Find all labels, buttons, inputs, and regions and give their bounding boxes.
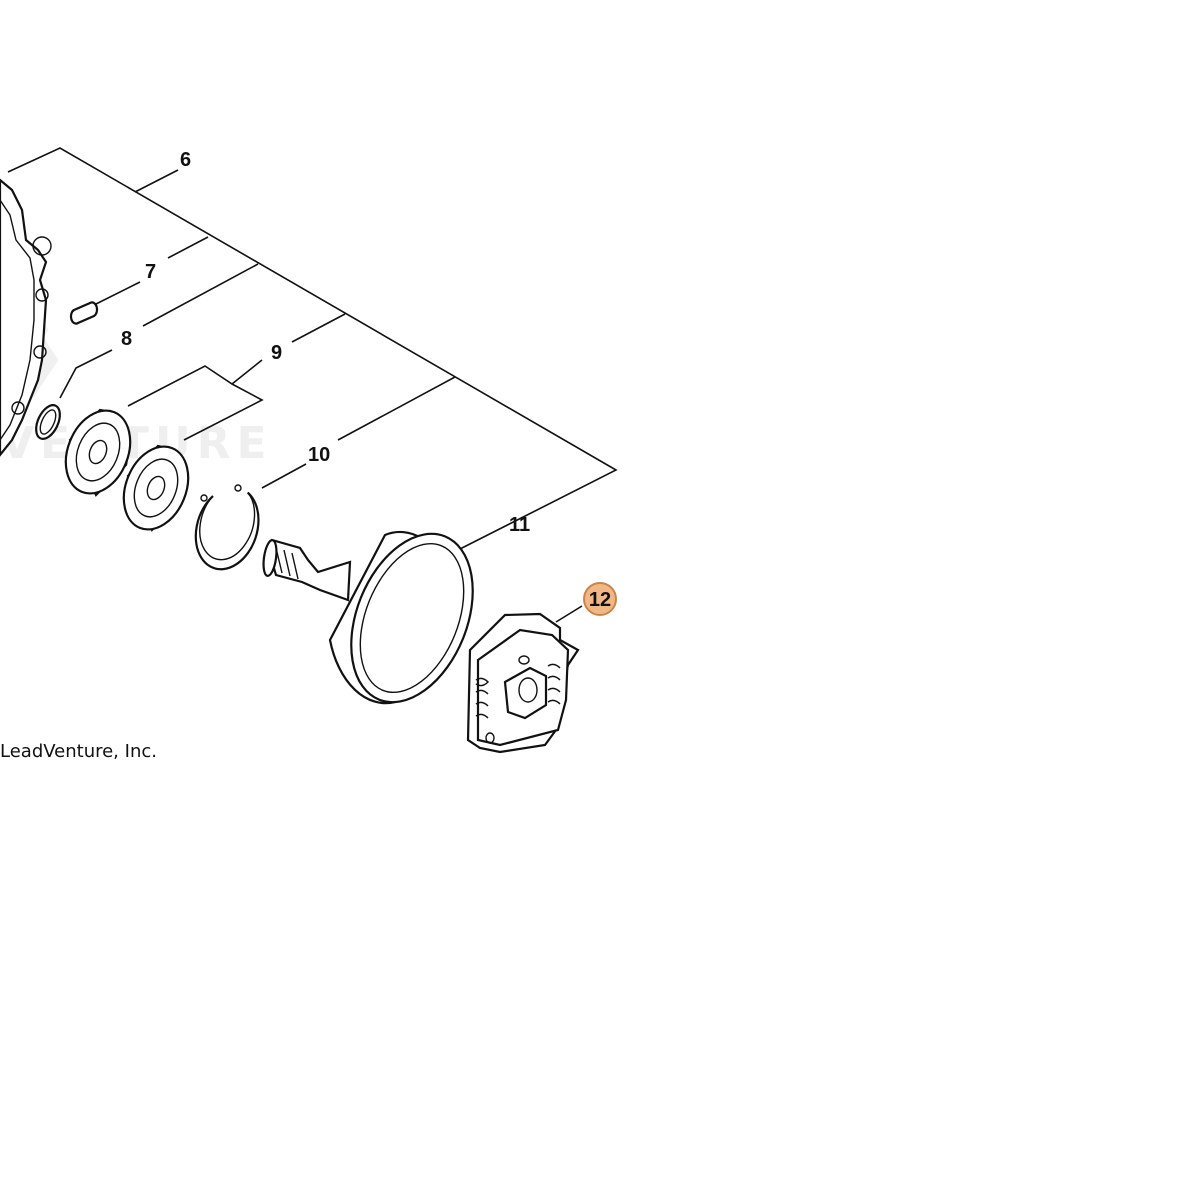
callout-12-highlight[interactable]: 12 <box>583 582 617 616</box>
callout-7[interactable]: 7 <box>145 261 156 283</box>
leader-lines <box>7 147 618 623</box>
callout-8[interactable]: 8 <box>121 328 132 350</box>
callout-6[interactable]: 6 <box>180 149 191 171</box>
clutch-part <box>466 612 580 754</box>
housing-part <box>0 178 52 457</box>
callout-9[interactable]: 9 <box>271 342 282 364</box>
snap-ring-part <box>194 484 260 571</box>
bearing-part-2 <box>122 444 190 532</box>
bearing-part-1 <box>64 408 132 497</box>
snap-ring-small-part <box>35 404 61 440</box>
callout-11[interactable]: 11 <box>509 514 530 536</box>
clutch-drum-part <box>262 530 474 705</box>
callout-12-badge[interactable] <box>583 582 617 616</box>
copyright-text: LeadVenture, Inc. <box>0 741 157 762</box>
pin-part <box>69 301 99 325</box>
callout-12[interactable]: 12 <box>589 589 611 611</box>
callout-10[interactable]: 10 <box>308 444 330 466</box>
